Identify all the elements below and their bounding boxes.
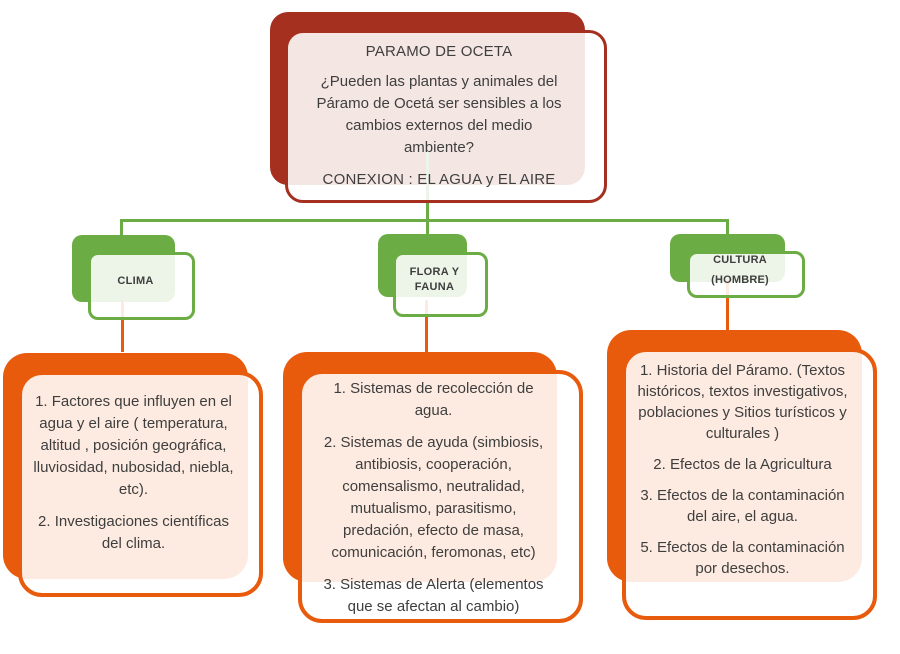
cultura-sublabel: (HOMBRE) (711, 273, 769, 286)
list-item: 1. Sistemas de recolección de agua. (333, 380, 534, 419)
details-clima-content: 1. Factores que influyen en el agua y el… (26, 375, 241, 565)
list-item: 2. Sistemas de ayuda (simbiosis, antibio… (323, 434, 544, 561)
details-cultura: 1. Historia del Páramo. (Textos históric… (622, 348, 877, 620)
list-item: 1. Factores que influyen en el agua y el… (33, 393, 234, 498)
details-flora-fauna-content: 1. Sistemas de recolección de agua. 2. S… (306, 374, 561, 628)
root-node: PARAMO DE OCETA ¿Pueden las plantas y an… (285, 30, 607, 203)
details-clima: 1. Factores que influyen en el agua y el… (18, 371, 263, 597)
node-clima: CLIMA (88, 252, 195, 320)
connector-cultura-details (726, 280, 729, 330)
list-item: 2. Efectos de la Agricultura (653, 456, 832, 473)
clima-label: CLIMA (117, 274, 154, 287)
root-title: PARAMO DE OCETA (365, 43, 513, 60)
flora-fauna-label: FLORA Y FAUNA (409, 265, 460, 293)
connector-horizontal-bus (120, 219, 729, 222)
list-item: 3. Sistemas de Alerta (elementos que se … (323, 576, 544, 615)
root-question: ¿Pueden las plantas y animales del Páram… (316, 73, 562, 156)
connector-clima-stub (120, 219, 123, 236)
connector-clima-details (121, 300, 124, 352)
list-item: 2. Investigaciones científicas del clima… (38, 513, 229, 552)
list-item: 1. Historia del Páramo. (Textos históric… (637, 362, 848, 442)
details-cultura-content: 1. Historia del Páramo. (Textos históric… (630, 352, 855, 589)
connector-flora-fauna-details (425, 300, 428, 352)
root-connection: CONEXION : EL AGUA y EL AIRE (322, 171, 556, 188)
list-item: 5. Efectos de la contaminación por desec… (640, 539, 845, 577)
connector-cultura-stub (726, 219, 729, 235)
details-flora-fauna: 1. Sistemas de recolección de agua. 2. S… (298, 370, 583, 623)
root-node-content: PARAMO DE OCETA ¿Pueden las plantas y an… (292, 41, 586, 188)
list-item: 3. Efectos de la contaminación del aire,… (640, 487, 845, 525)
node-flora-fauna: FLORA Y FAUNA (393, 252, 488, 317)
cultura-label-group: CULTURA (HOMBRE) (692, 254, 788, 286)
cultura-label: CULTURA (713, 253, 767, 266)
node-cultura: CULTURA (HOMBRE) (687, 251, 805, 298)
